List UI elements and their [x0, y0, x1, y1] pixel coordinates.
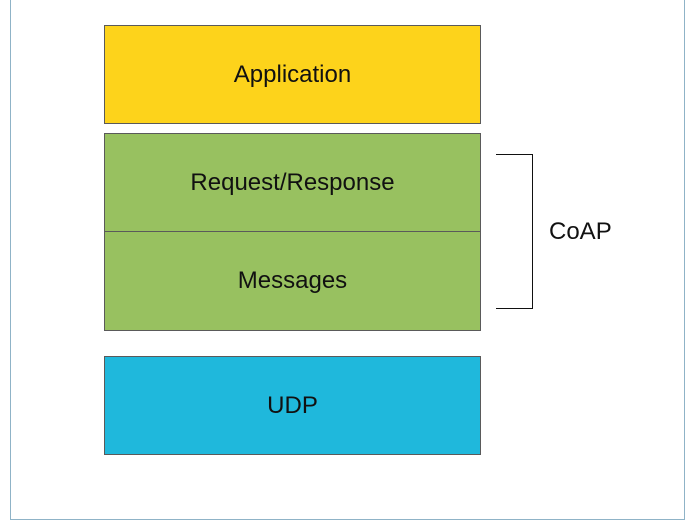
- request-response-layer-label: Request/Response: [190, 169, 395, 196]
- request-response-layer: Request/Response: [104, 133, 481, 232]
- messages-layer: Messages: [104, 231, 481, 331]
- messages-layer-label: Messages: [237, 267, 348, 294]
- coap-bracket-label: CoAP: [549, 218, 612, 245]
- udp-layer: UDP: [104, 356, 481, 455]
- coap-layer-divider: [104, 231, 481, 232]
- udp-layer-label: UDP: [267, 391, 318, 419]
- application-layer: Application: [104, 25, 481, 124]
- diagram-frame: [10, 0, 685, 520]
- application-layer-label: Application: [233, 60, 352, 88]
- coap-bracket: [496, 154, 533, 309]
